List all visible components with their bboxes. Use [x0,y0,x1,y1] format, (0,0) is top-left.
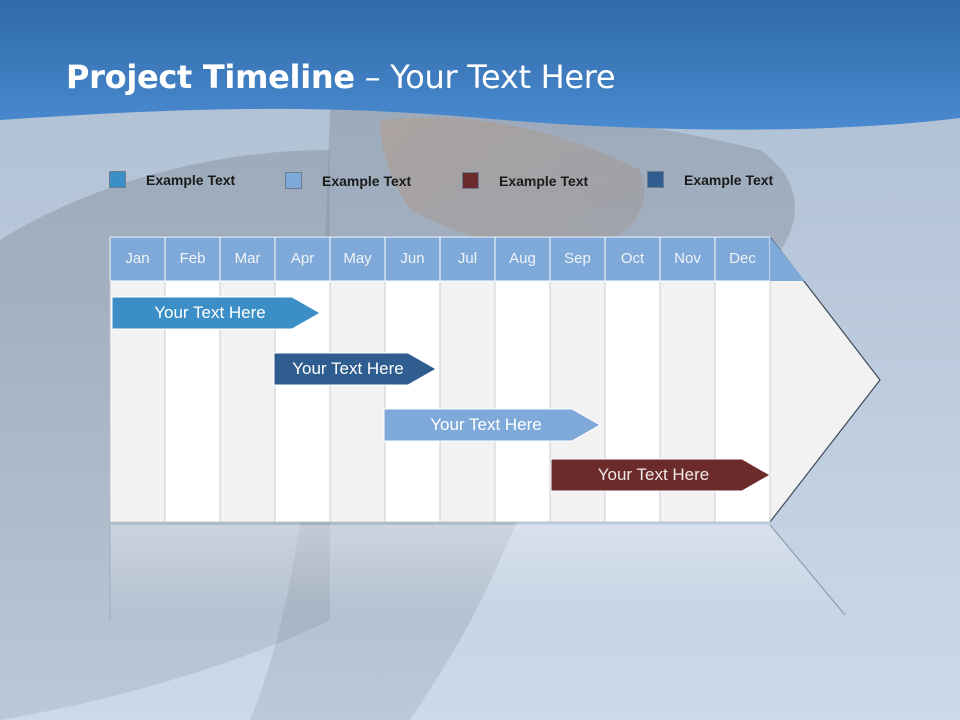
legend-swatch [462,172,479,189]
month-header-cell [219,236,276,282]
legend: Example Text Example Text Example Text E… [0,0,960,220]
month-label: Dec [729,250,756,267]
title-rest: – Your Text Here [354,58,616,96]
month-label: Mar [234,250,261,267]
month-label: Sep [564,250,591,267]
month-label: Oct [620,250,645,267]
month-label: May [343,250,372,267]
page-title: Project Timeline – Your Text Here [66,58,616,96]
month-label: Jun [400,250,425,267]
month-header-cell [659,236,716,282]
legend-label: Example Text [499,173,589,189]
month-column [329,280,386,523]
timeline-bars [111,296,772,492]
month-header-cell [439,236,496,282]
bar-label: Your Text Here [430,415,542,434]
month-label: Feb [179,250,206,267]
month-header-cell [604,236,661,282]
reflection-edge [769,524,846,616]
month-header-cell [384,236,441,282]
timeline-bar[interactable] [550,458,772,492]
legend-label: Example Text [146,172,236,188]
legend-swatch [285,172,302,189]
month-column [494,280,551,523]
month-label: Aug [509,250,536,267]
month-label: Nov [674,250,701,267]
bar-label: Your Text Here [292,359,404,378]
month-header-cell [494,236,551,282]
month-header-cell [549,236,606,282]
month-column [439,280,496,523]
timeline-bar[interactable] [383,408,602,442]
bar-label: Your Text Here [597,465,710,484]
month-header-cell [274,236,331,282]
arrow-header-tip [770,237,805,281]
month-header-row [109,236,771,282]
legend-label: Example Text [684,172,774,188]
month-header-cell [109,236,166,282]
legend-swatch [109,171,126,188]
legend-label: Example Text [322,173,412,189]
header-banner [0,0,960,130]
month-column [384,280,441,523]
timeline-bar[interactable] [111,296,322,330]
month-label: Apr [290,250,315,267]
month-header-cell [714,236,771,282]
timeline-reflection [110,525,845,615]
timeline-bar[interactable] [273,352,438,386]
title-bold: Project Timeline [66,58,355,96]
month-label: Jan [125,250,150,267]
month-label: Jul [457,250,478,267]
bar-label: Your Text Here [154,303,266,322]
legend-swatch [647,171,664,188]
